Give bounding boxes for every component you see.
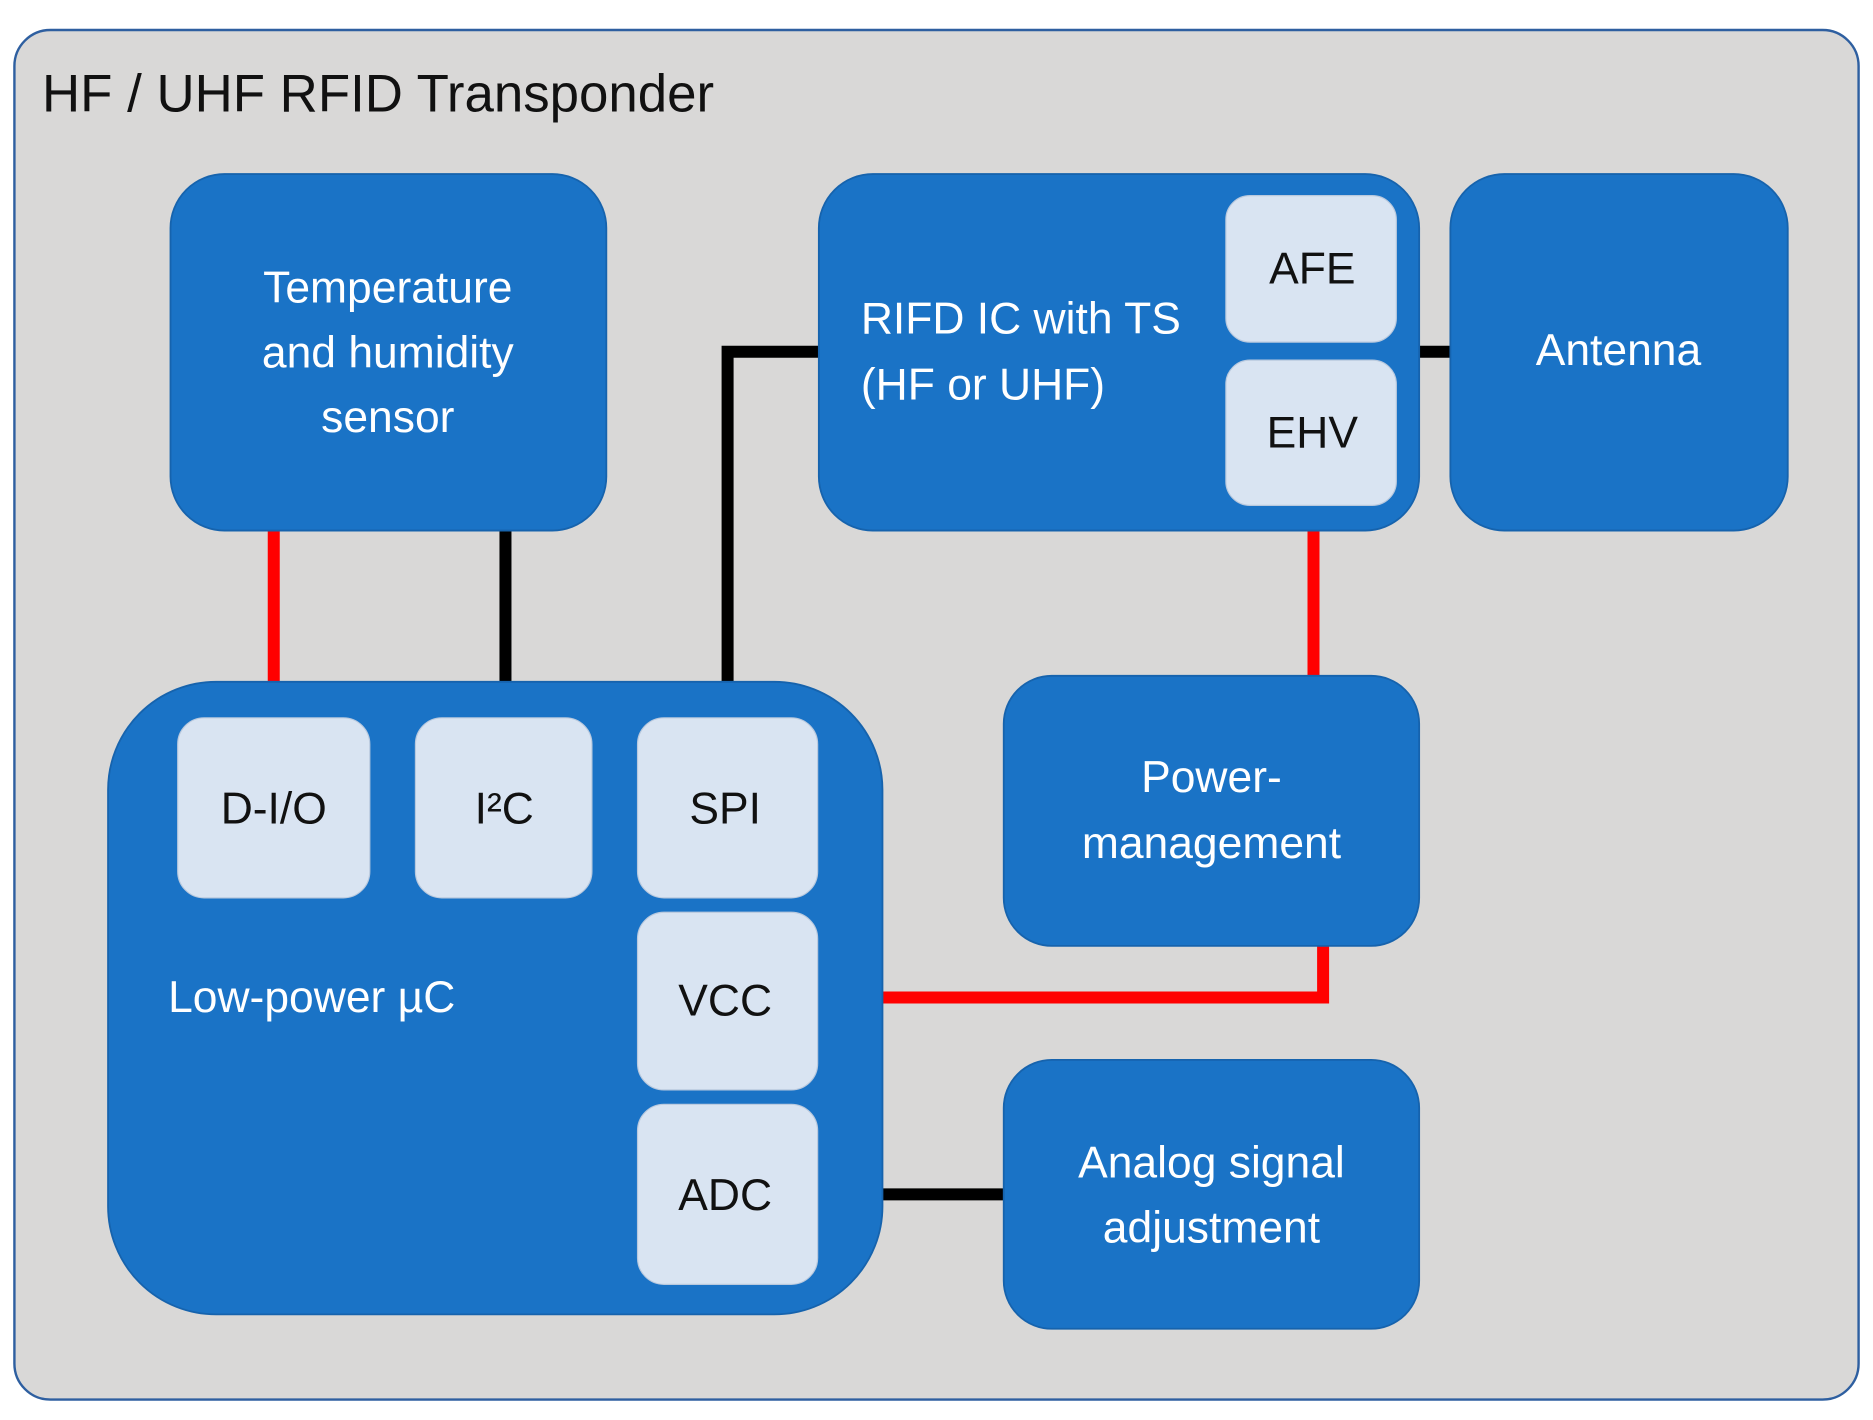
power-label-2: management [1082,819,1342,868]
spi-port [636,717,819,899]
i2c-label: I²C [475,784,534,833]
i2c-port [414,717,593,899]
microcontroller-block: Low-power µC D-I/O I²C SPI VCC ADC [107,680,884,1316]
antenna-block: Antenna [1449,173,1789,532]
ehv-block [1225,359,1397,506]
vcc-label: VCC [678,976,772,1025]
microcontroller-label: Low-power µC [168,973,455,1022]
analog-signal-block: Analog signal adjustment [1002,1058,1421,1330]
spi-rfid-line [721,345,822,721]
afe-block [1225,195,1397,343]
dio-port [177,717,371,899]
analog-label-1: Analog signal [1078,1139,1345,1188]
analog-label-2: adjustment [1103,1203,1321,1252]
antenna-label: Antenna [1536,326,1702,375]
sensor-label-2: and humidity [262,328,515,377]
rfid-ic-label-1: RIFD IC with TS [861,295,1181,344]
dio-label: D-I/O [221,784,327,833]
rfid-ic-block: RIFD IC with TS (HF or UHF) AFE EHV [817,173,1421,532]
sensor-block: Temperature and humidity sensor [169,173,608,532]
adc-label: ADC [678,1171,772,1220]
rfid-ic-label-2: (HF or UHF) [861,361,1105,410]
vcc-port [636,911,819,1091]
afe-label: AFE [1269,244,1355,293]
adc-port [636,1103,819,1285]
power-label-1: Power- [1141,753,1282,802]
vcc-power-line [816,943,1330,1004]
power-management-block: Power- management [1002,674,1421,947]
ehv-label: EHV [1267,409,1359,458]
diagram-title: HF / UHF RFID Transponder [42,65,714,124]
sensor-label-1: Temperature [263,263,512,312]
sensor-label-3: sensor [321,393,455,442]
spi-label: SPI [689,784,761,833]
